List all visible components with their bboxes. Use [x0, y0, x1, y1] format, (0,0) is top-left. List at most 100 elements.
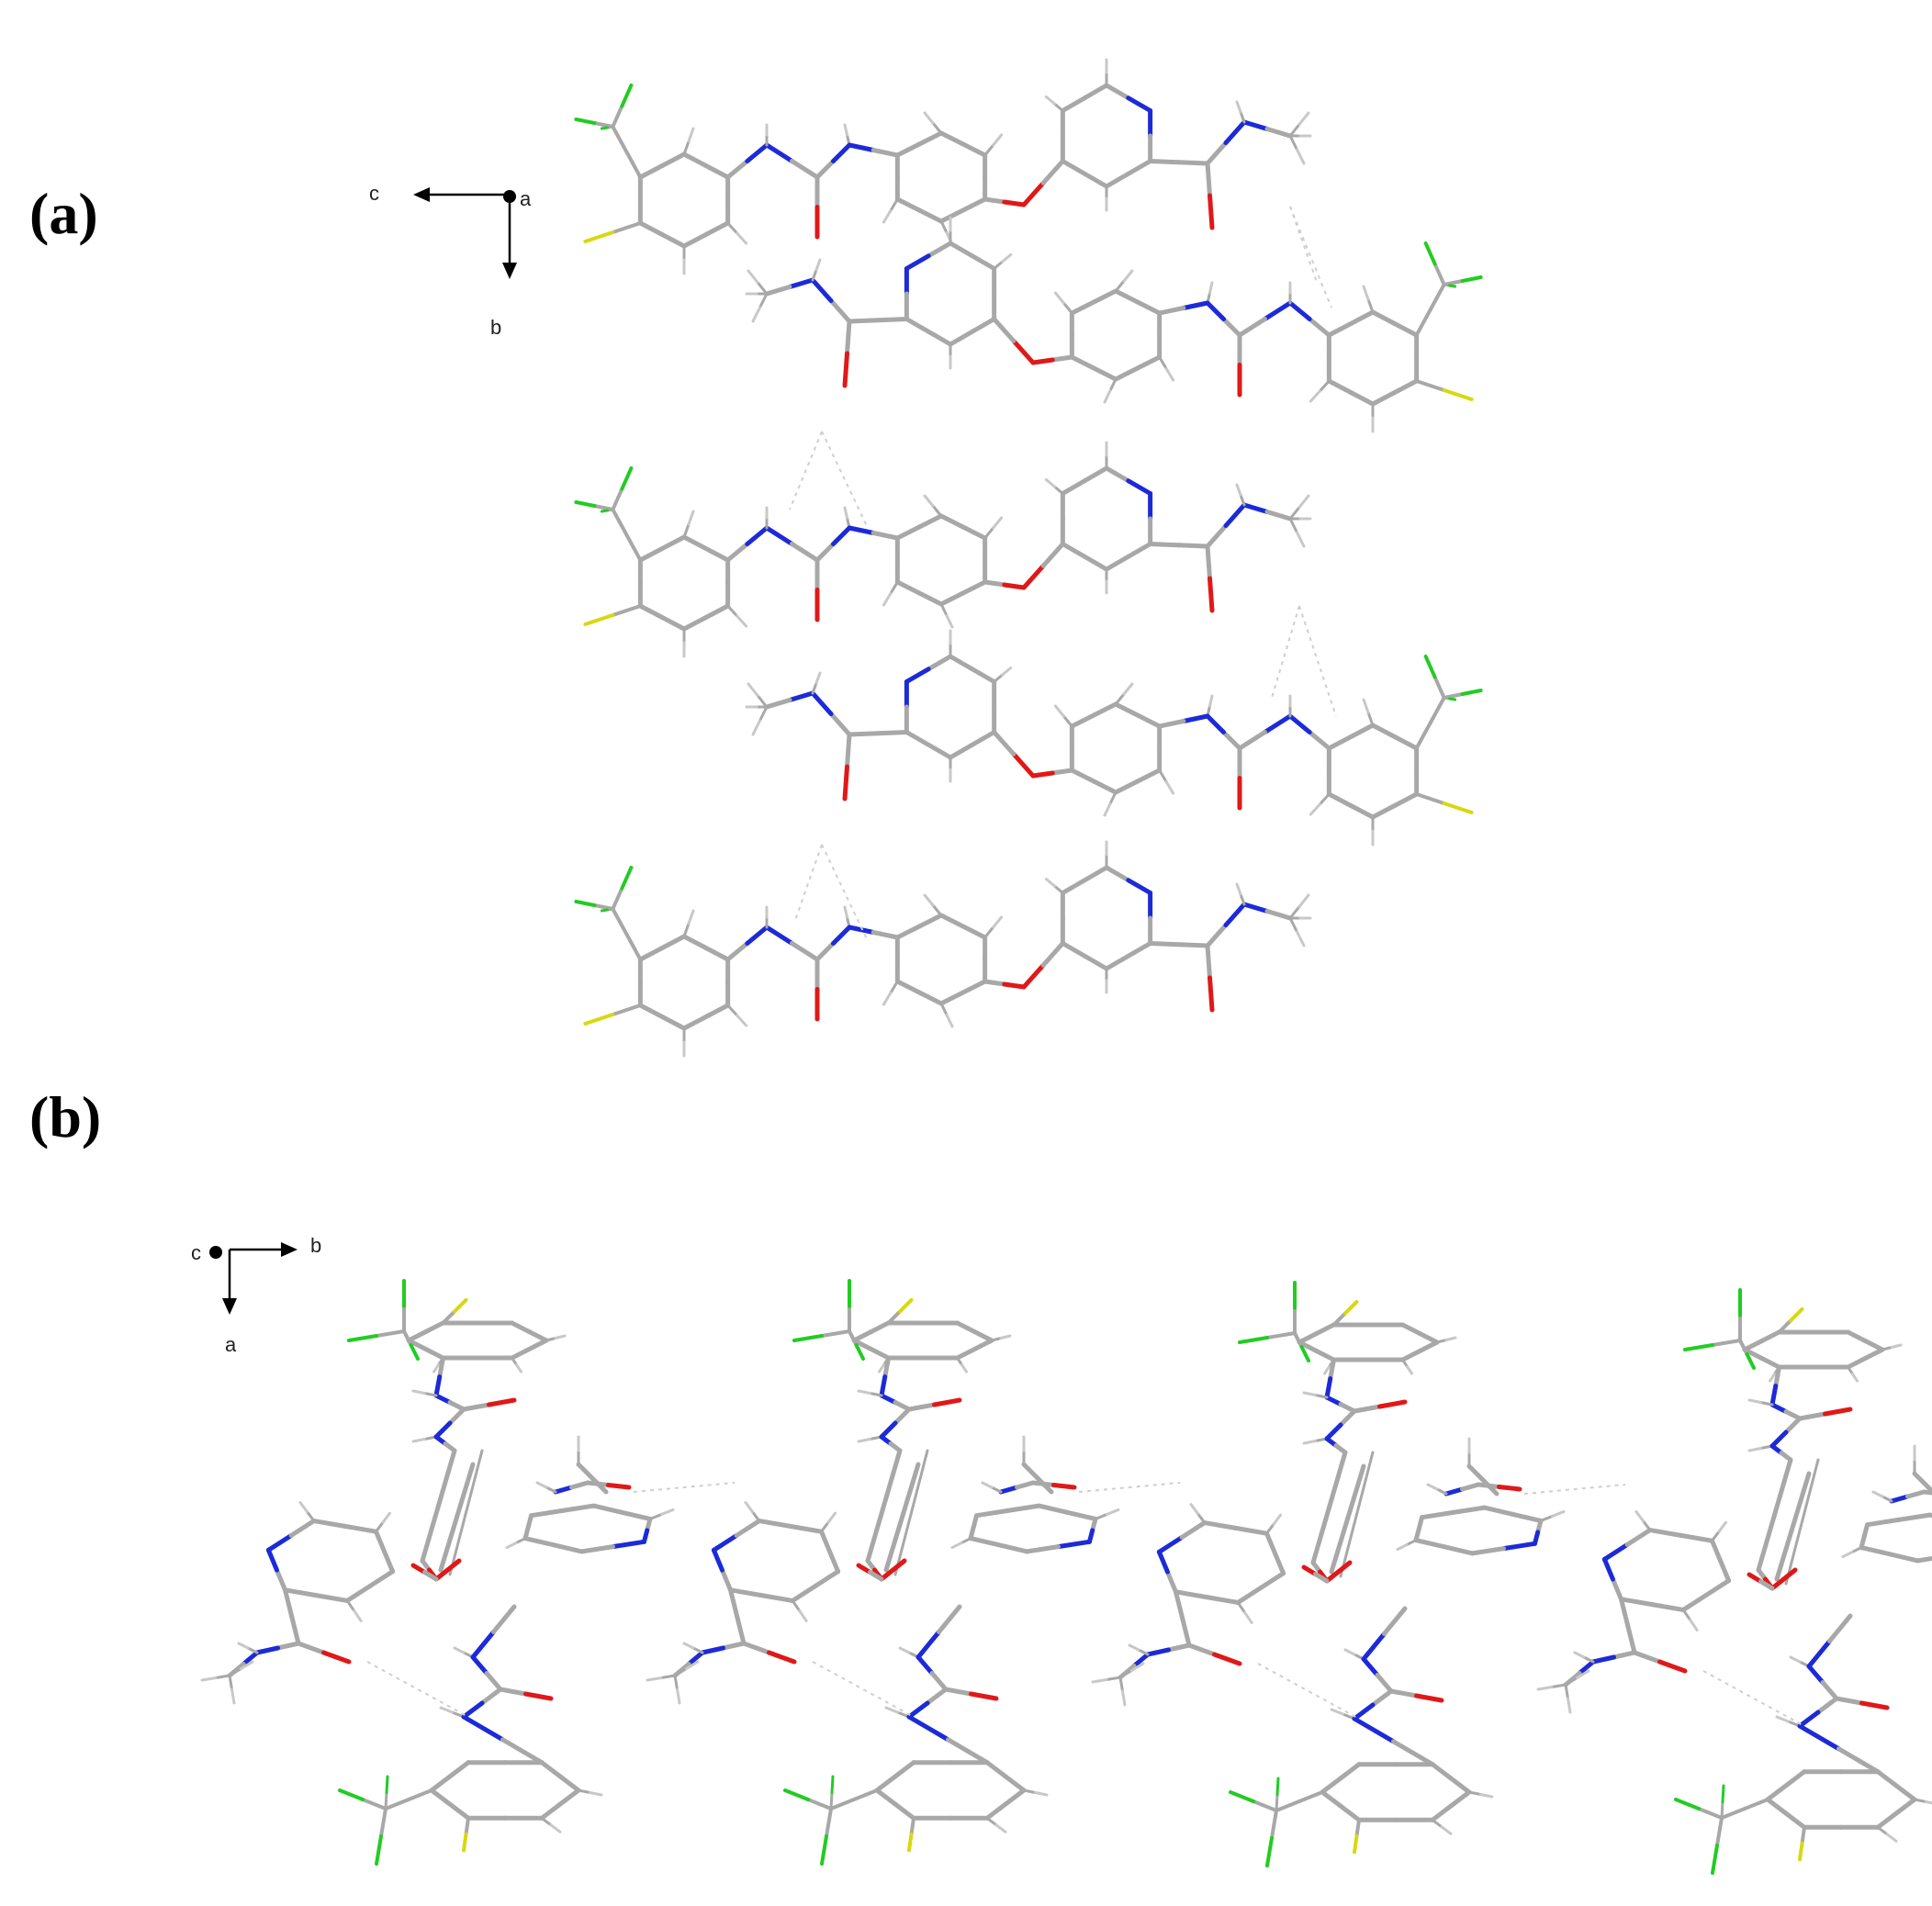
bond	[432, 1363, 440, 1373]
bond	[970, 253, 997, 271]
bond	[830, 1775, 835, 1794]
bond	[1783, 1416, 1803, 1435]
bond	[916, 207, 944, 224]
bond	[1797, 1710, 1821, 1729]
bond	[1324, 1422, 1343, 1441]
axis-label-c: c	[369, 182, 379, 205]
bond	[1011, 338, 1036, 365]
bond	[1679, 1532, 1714, 1543]
bond	[1061, 301, 1073, 315]
bond	[1846, 1356, 1868, 1370]
bond	[983, 143, 995, 157]
bond	[1186, 1643, 1217, 1657]
panel-a-molecules	[574, 58, 1483, 1058]
bond	[1223, 502, 1247, 528]
bond	[1370, 1688, 1394, 1708]
bond	[907, 1832, 914, 1853]
bond	[758, 292, 769, 309]
bond	[321, 1650, 352, 1665]
bond	[1003, 1774, 1027, 1793]
bond	[820, 1834, 828, 1866]
bond	[402, 1329, 413, 1347]
bond	[1002, 199, 1027, 207]
bond	[583, 1013, 615, 1026]
bond	[1336, 1560, 1353, 1575]
bond	[1297, 893, 1310, 908]
bond	[673, 1667, 688, 1677]
bond	[1082, 171, 1109, 189]
bond	[825, 1807, 833, 1838]
bond	[820, 1329, 851, 1338]
bond	[925, 1687, 949, 1706]
bond	[1467, 1790, 1482, 1796]
bond	[1275, 1793, 1279, 1812]
bond	[1479, 1793, 1494, 1799]
bond	[659, 1015, 687, 1031]
bond	[681, 232, 709, 249]
bond	[893, 1801, 916, 1821]
bond	[1624, 1528, 1653, 1547]
bond	[407, 1788, 433, 1801]
bond	[939, 602, 949, 617]
bond	[1926, 1485, 1932, 1495]
bond	[406, 1329, 429, 1343]
axis-label-b: b	[310, 1234, 321, 1257]
bond	[461, 1402, 491, 1412]
bond	[831, 525, 852, 546]
bond	[703, 546, 731, 563]
bond	[409, 1343, 420, 1361]
bond	[1288, 134, 1298, 151]
bond	[1091, 779, 1118, 795]
bond	[367, 1569, 396, 1589]
bond	[1050, 768, 1074, 776]
bond	[1302, 1391, 1317, 1396]
bond	[681, 934, 709, 950]
bond	[894, 979, 922, 995]
bond	[894, 524, 922, 541]
bond	[1264, 909, 1293, 921]
bond	[1126, 941, 1153, 959]
bond	[1352, 1716, 1396, 1744]
bond	[1448, 697, 1457, 701]
bond	[1205, 523, 1229, 549]
bond	[1329, 1517, 1350, 1575]
bond	[985, 1816, 998, 1827]
bond	[611, 604, 643, 617]
bond	[929, 1671, 949, 1692]
bond	[1720, 1807, 1747, 1820]
bond	[879, 1567, 895, 1582]
bond	[1391, 1739, 1435, 1767]
bond	[943, 1687, 973, 1697]
bond	[894, 579, 922, 596]
bond	[1327, 1450, 1348, 1510]
bond	[283, 1587, 295, 1620]
bond	[1406, 1365, 1413, 1375]
bond	[882, 992, 893, 1006]
bond	[491, 1604, 517, 1634]
bond	[539, 1801, 563, 1821]
bond	[1164, 1569, 1179, 1595]
bond	[1030, 770, 1055, 779]
bond	[1055, 1539, 1092, 1550]
axis-label-b: b	[490, 316, 501, 339]
bond	[1323, 1365, 1331, 1375]
bond	[1783, 1769, 1807, 1788]
bond	[1297, 1330, 1320, 1345]
bond	[1711, 1339, 1742, 1347]
bond	[1366, 297, 1375, 314]
bond	[246, 1646, 259, 1654]
bond	[1053, 291, 1065, 305]
bond	[1130, 1662, 1145, 1672]
bond	[847, 525, 876, 535]
bond	[673, 1674, 679, 1691]
bond	[814, 159, 836, 180]
bond	[600, 126, 609, 130]
bond	[893, 1407, 912, 1426]
bond	[429, 1788, 453, 1807]
bond	[1400, 1322, 1422, 1336]
bond	[736, 1014, 748, 1027]
bond	[487, 1397, 517, 1407]
molecule	[574, 58, 1312, 275]
bond	[611, 508, 629, 537]
bond	[725, 159, 750, 180]
